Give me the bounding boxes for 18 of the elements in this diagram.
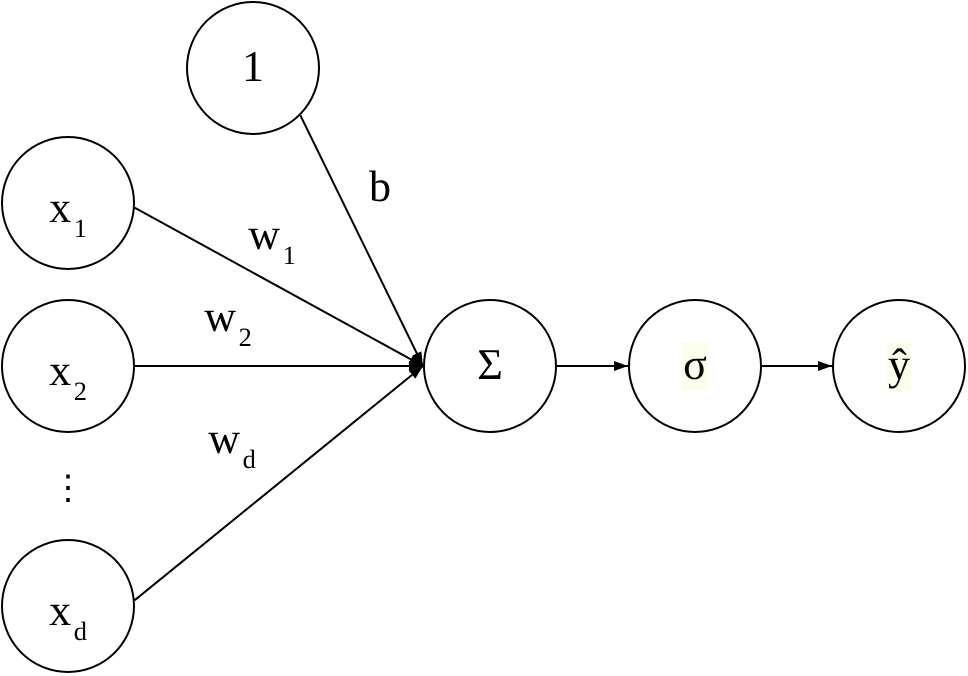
arrow — [300, 114, 424, 366]
node-label: ŷ — [887, 342, 911, 390]
edge-label: b — [368, 164, 392, 212]
arrow — [762, 361, 832, 371]
vertical-ellipsis: ⋮ — [51, 471, 85, 505]
arrow — [134, 206, 424, 367]
edge-label: w$_{d}$ — [207, 416, 257, 476]
arrow — [557, 361, 628, 371]
node-label: x$_{2}$ — [48, 348, 88, 408]
edge-label: w$_{1}$ — [247, 212, 297, 272]
node-label: 1 — [241, 44, 265, 92]
node-label: σ — [682, 342, 708, 390]
node-label: x$_{d}$ — [48, 588, 88, 648]
arrow — [134, 365, 424, 601]
node-label: Σ — [476, 342, 504, 390]
edge-label: w$_{2}$ — [203, 294, 253, 354]
arrow — [135, 361, 423, 371]
node-label: x$_{1}$ — [48, 185, 88, 245]
